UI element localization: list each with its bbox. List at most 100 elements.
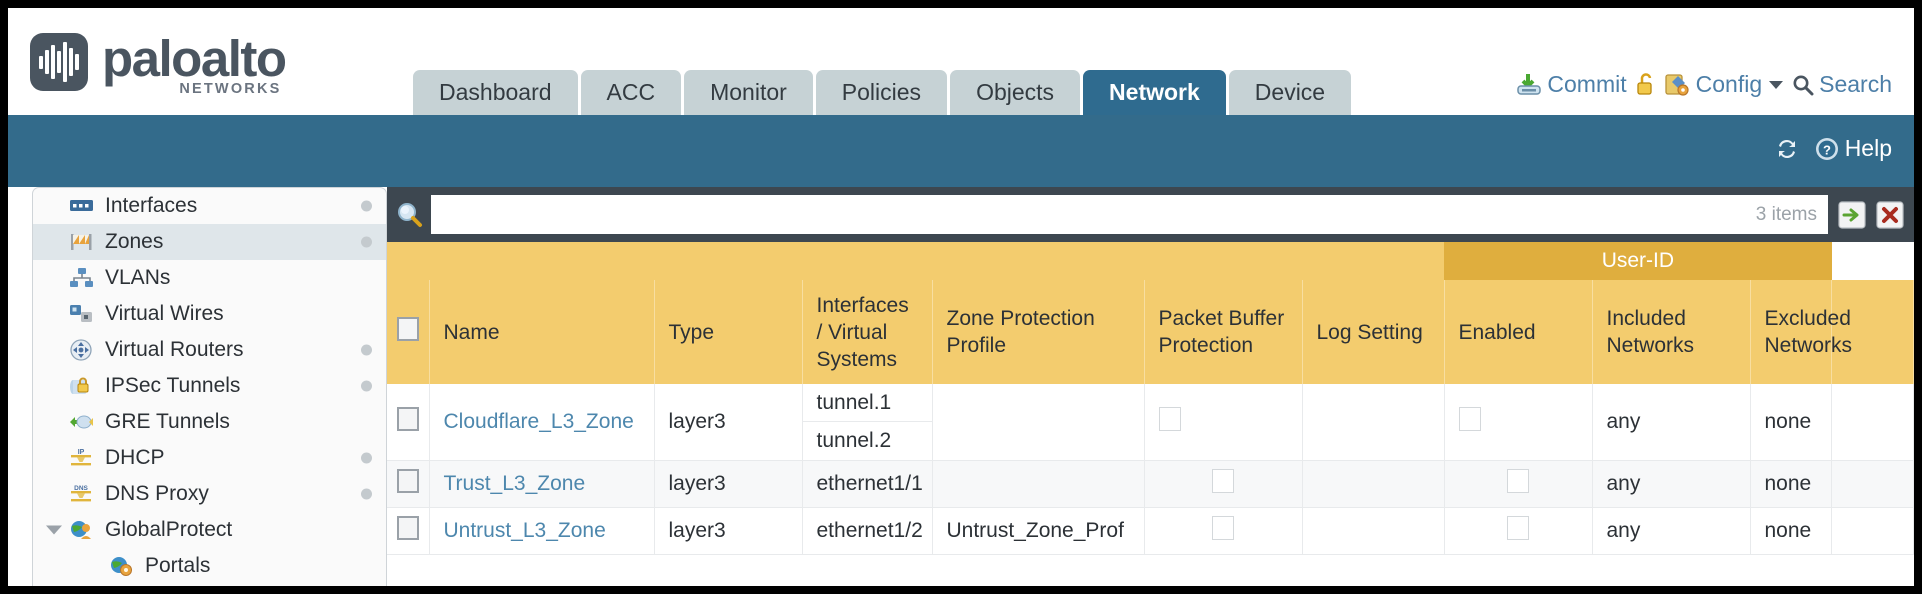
search-button[interactable]: Search (1792, 71, 1892, 98)
globalprotect-icon (69, 519, 94, 541)
zone-name-link[interactable]: Untrust_L3_Zone (443, 519, 606, 542)
tab-network[interactable]: Network (1083, 70, 1226, 115)
row-select-checkbox[interactable] (397, 516, 419, 540)
search-icon[interactable] (395, 200, 425, 230)
userid-enabled-checkbox[interactable] (1507, 469, 1529, 493)
help-button[interactable]: ? Help (1814, 135, 1892, 162)
sidebar-item-label: Virtual Wires (105, 302, 224, 325)
interface-entry: tunnel.1 (802, 384, 932, 422)
row-select-checkbox[interactable] (397, 407, 419, 431)
config-wrench-icon (1664, 73, 1691, 97)
column-header-log-setting[interactable]: Log Setting (1302, 280, 1445, 384)
cell-filler (1831, 507, 1914, 555)
cell-userid-enabled (1444, 507, 1593, 555)
dhcp-icon: IP (69, 447, 94, 469)
zone-name-link[interactable]: Cloudflare_L3_Zone (443, 410, 634, 433)
sidebar-item-status-dot (361, 380, 372, 392)
tab-policies[interactable]: Policies (815, 70, 948, 115)
cell-packet-buffer-protection (1144, 460, 1303, 508)
row-select-cell (387, 507, 430, 555)
sidebar-item-zones[interactable]: Zones (33, 224, 386, 260)
cell-log-setting (1302, 384, 1445, 461)
cell-excluded-networks: none (1750, 384, 1833, 461)
cell-excluded-networks: none (1750, 507, 1833, 555)
packet-buffer-protection-checkbox[interactable] (1212, 469, 1234, 493)
column-header-enabled[interactable]: Enabled (1444, 280, 1593, 384)
clear-x-icon[interactable] (1876, 200, 1904, 229)
sidebar-item-gre-tunnels[interactable]: GRE Tunnels (33, 404, 386, 440)
cell-name: Trust_L3_Zone (429, 460, 655, 508)
column-header-zone-protection-profile[interactable]: Zone Protection Profile (932, 280, 1145, 384)
cell-log-setting (1302, 460, 1445, 508)
sidebar-item-portals[interactable]: Portals (33, 548, 386, 584)
userid-enabled-checkbox[interactable] (1507, 516, 1529, 540)
tab-dashboard[interactable]: Dashboard (413, 70, 578, 115)
sidebar-item-virtual-wires[interactable]: Virtual Wires (33, 296, 386, 332)
interface-entry: ethernet1/1 (816, 472, 923, 495)
row-select-checkbox[interactable] (397, 469, 419, 493)
cell-type: layer3 (654, 384, 803, 461)
dns-proxy-icon: DNS (69, 483, 94, 505)
column-header-included-networks[interactable]: Included Networks (1592, 280, 1751, 384)
tab-objects[interactable]: Objects (950, 70, 1081, 115)
ipsec-tunnels-icon (69, 375, 94, 397)
group-header-userid: User-ID (1444, 242, 1832, 280)
sidebar-item-ipsec-tunnels[interactable]: IPSec Tunnels (33, 368, 386, 404)
sidebar-item-vlans[interactable]: VLANs (33, 260, 386, 296)
sidebar-item-virtual-routers[interactable]: Virtual Routers (33, 332, 386, 368)
config-menu[interactable]: Config (1664, 71, 1784, 98)
cell-zone-protection-profile: Untrust_Zone_Prof (932, 507, 1145, 555)
commit-button[interactable]: Commit (1516, 71, 1627, 98)
gre-tunnels-icon (69, 411, 94, 433)
cell-packet-buffer-protection (1144, 384, 1303, 461)
cell-included-networks: any (1592, 384, 1751, 461)
sidebar-item-label: Portals (145, 554, 211, 577)
sidebar-item-gateways[interactable]: Gateways (33, 584, 386, 586)
packet-buffer-protection-checkbox[interactable] (1212, 516, 1234, 540)
packet-buffer-protection-checkbox[interactable] (1158, 407, 1181, 431)
tab-acc[interactable]: ACC (580, 70, 682, 115)
sidebar-item-label: IPSec Tunnels (105, 374, 241, 397)
column-header-excluded-networks[interactable]: Excluded Networks (1750, 280, 1852, 384)
brand-logo: paloalto NETWORKS (30, 30, 287, 99)
arrow-right-icon[interactable] (1838, 200, 1866, 229)
unlock-icon[interactable] (1636, 72, 1656, 97)
svg-text:DNS: DNS (74, 485, 88, 492)
svg-text:?: ? (1823, 142, 1831, 157)
search-input[interactable] (442, 203, 1748, 226)
tab-monitor[interactable]: Monitor (684, 70, 813, 115)
cell-included-networks: any (1592, 460, 1751, 508)
expander-triangle-icon[interactable] (46, 525, 62, 535)
column-header-name[interactable]: Name (429, 280, 655, 384)
column-header-interfaces-virtual-systems[interactable]: Interfaces / Virtual Systems (802, 280, 933, 384)
sidebar-item-label: VLANs (105, 266, 171, 289)
commit-label: Commit (1547, 71, 1627, 97)
group-header-spacer (387, 242, 1444, 280)
search-icon (1792, 74, 1814, 96)
sidebar-item-status-dot (361, 488, 372, 500)
zone-name-link[interactable]: Trust_L3_Zone (443, 472, 586, 495)
brand-name: paloalto (102, 30, 287, 87)
sub-header-actions: ? Help (1774, 135, 1892, 162)
column-header-packet-buffer-protection[interactable]: Packet Buffer Protection (1144, 280, 1303, 384)
vlans-icon (69, 267, 94, 289)
tab-device[interactable]: Device (1228, 70, 1352, 115)
userid-enabled-checkbox[interactable] (1458, 407, 1481, 431)
sidebar-item-interfaces[interactable]: Interfaces (33, 188, 386, 224)
sidebar-item-label: Interfaces (105, 194, 198, 217)
portals-icon (109, 555, 134, 577)
select-all-checkbox[interactable] (397, 316, 419, 341)
refresh-icon[interactable] (1774, 136, 1800, 162)
help-icon: ? (1814, 136, 1840, 162)
column-header-type[interactable]: Type (654, 280, 803, 384)
sidebar-item-globalprotect[interactable]: GlobalProtect (33, 512, 386, 548)
